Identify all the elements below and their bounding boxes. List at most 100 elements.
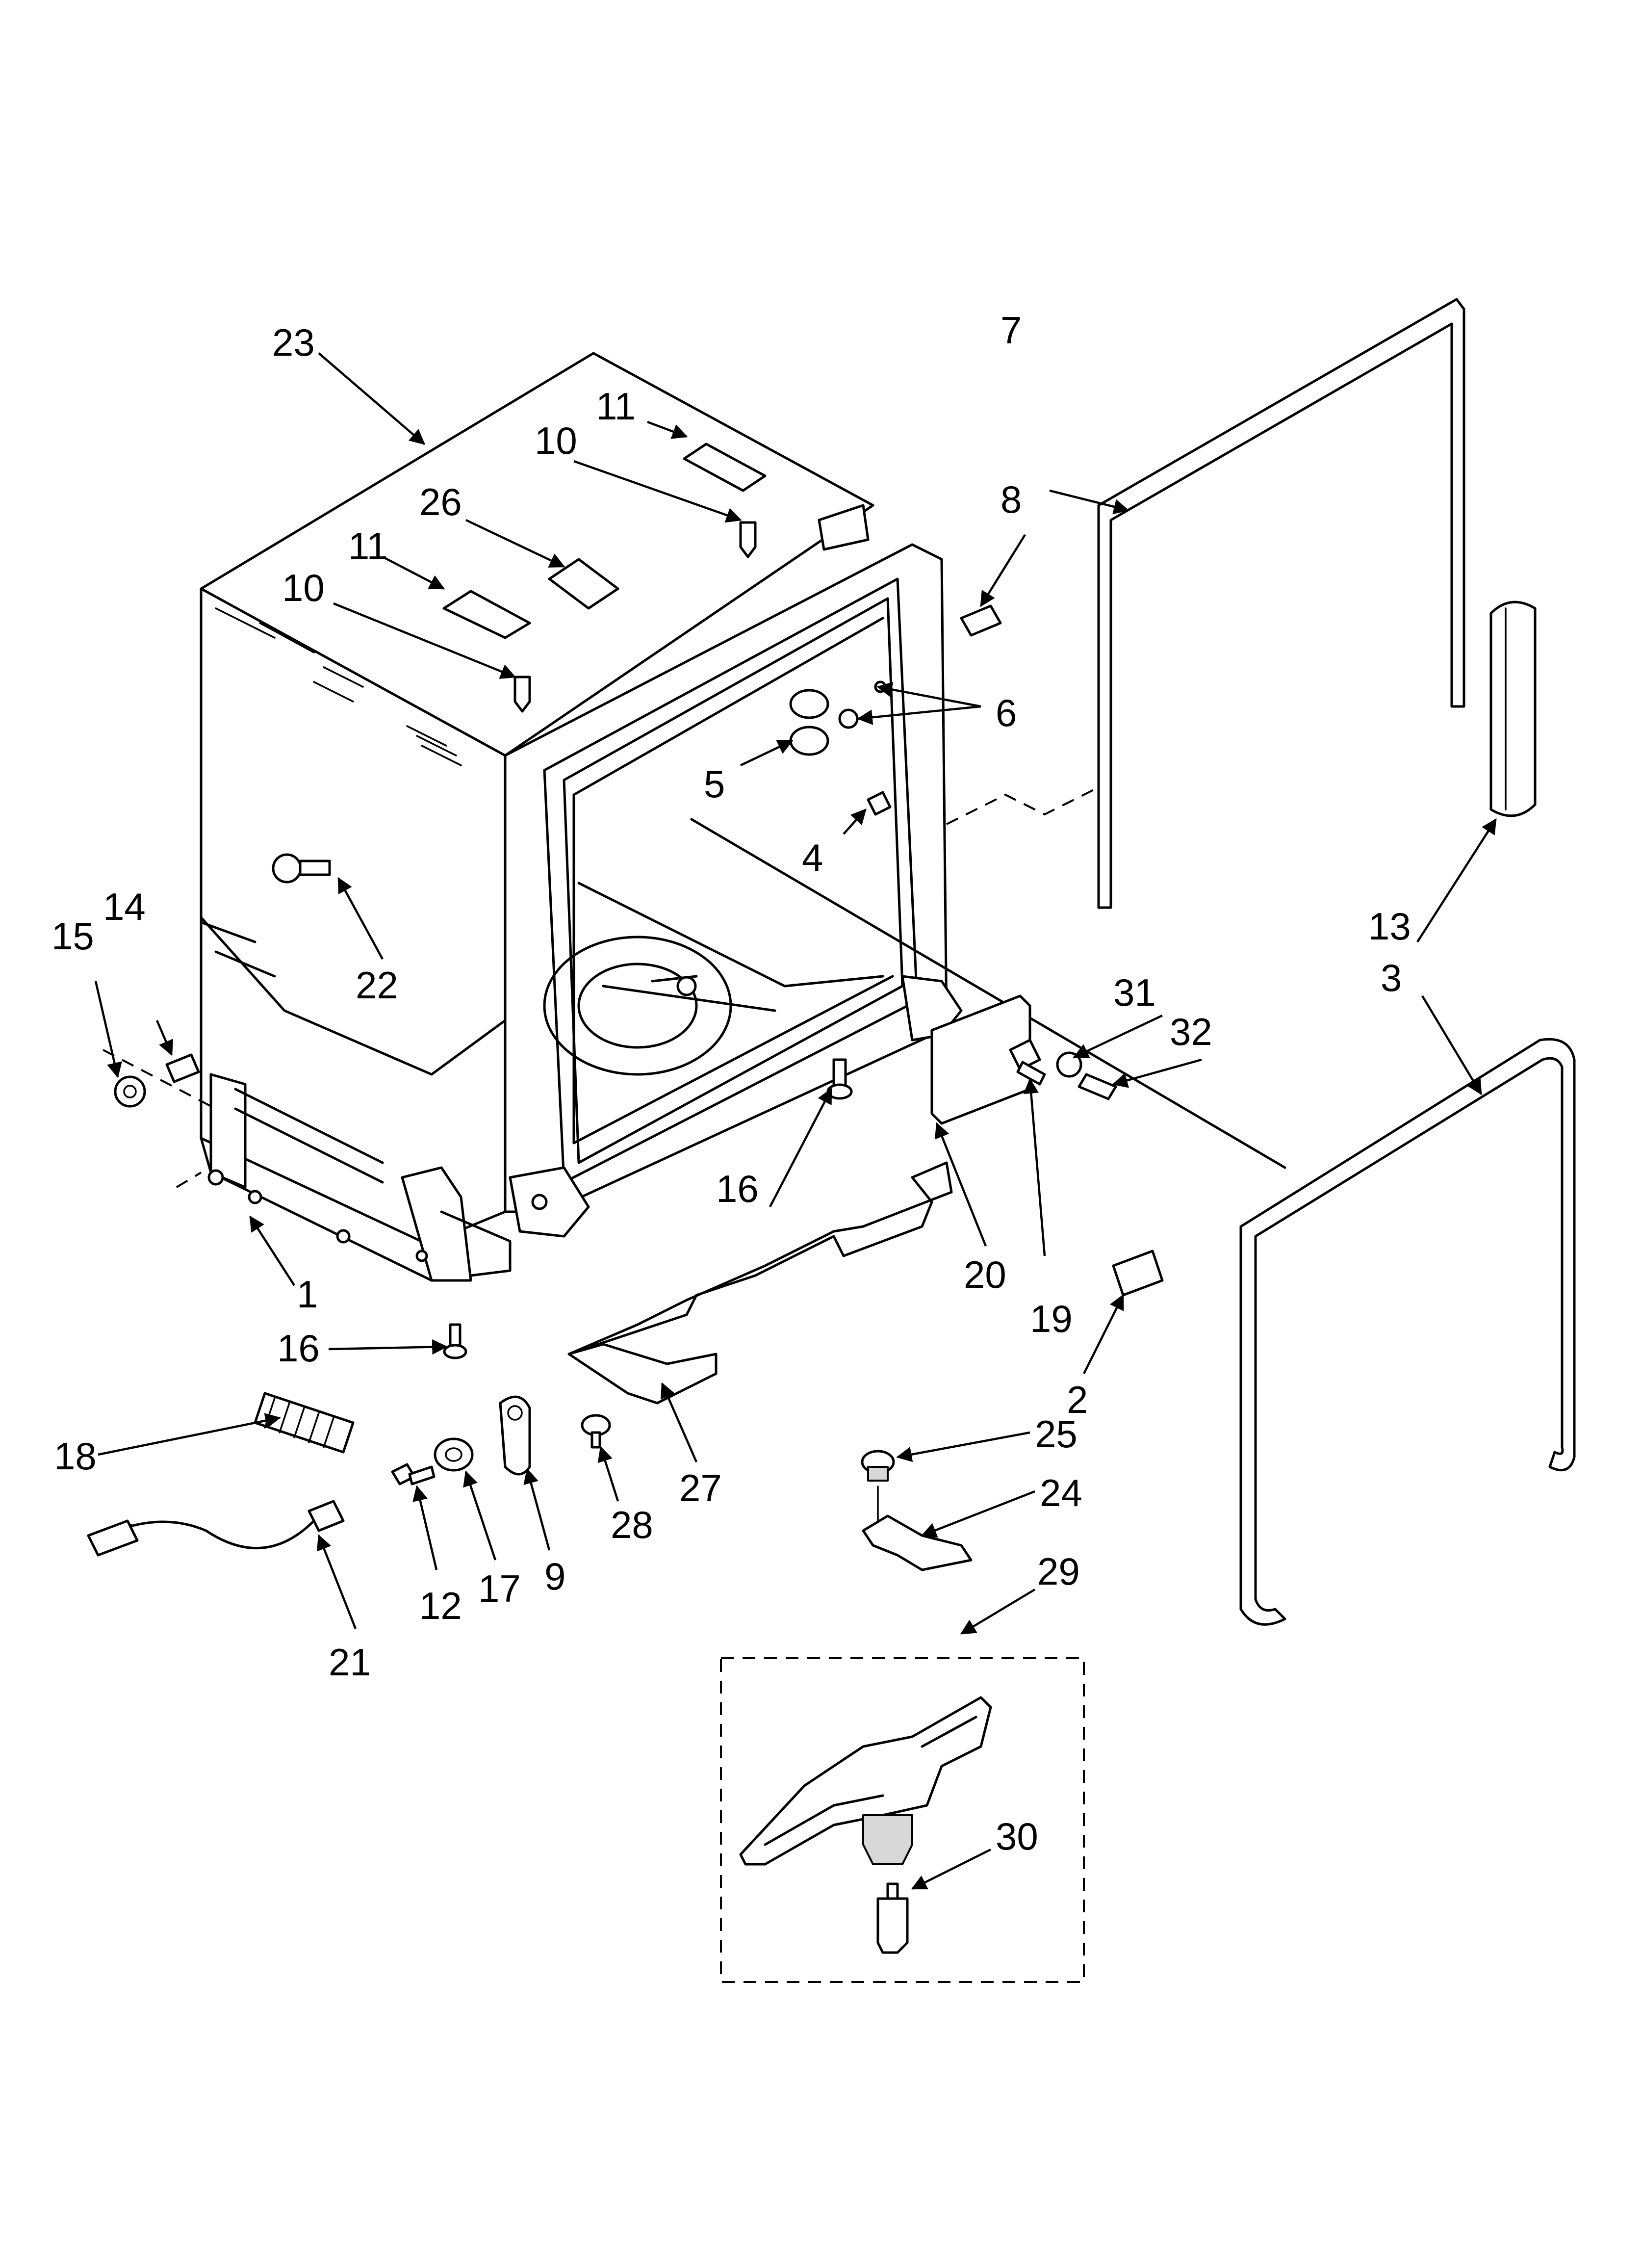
callout-10-upper: 10: [535, 419, 577, 462]
callout-12: 12: [419, 1584, 462, 1627]
tub-front-screw: [531, 1194, 548, 1210]
leader-11-upper: [647, 420, 688, 439]
base-motor-bracket: [440, 1210, 512, 1277]
leader-20: [935, 1122, 987, 1247]
part-10-screw-upper: [739, 521, 757, 558]
callout-2: 2: [1067, 1378, 1088, 1421]
tub-floor-edge: [577, 882, 884, 988]
callout-15: 15: [51, 914, 94, 958]
callout-7: 7: [1001, 309, 1022, 352]
part-24-bracket: [862, 1514, 973, 1571]
guide-line-left-2: [176, 1172, 202, 1188]
part-14-screw: [165, 1053, 200, 1083]
part-15-washer-hole: [123, 1085, 137, 1098]
callout-14: 14: [103, 885, 146, 928]
leader-26: [465, 519, 565, 568]
switch-parts: [861, 1450, 973, 1571]
base-hole-1: [207, 1169, 224, 1186]
leader-lines: [94, 352, 1497, 1890]
callout-28: 28: [611, 1503, 653, 1546]
callout-17: 17: [478, 1567, 521, 1610]
part-12-screw-shank: [408, 1465, 436, 1486]
leader-18: [98, 1413, 281, 1456]
leader-8: [980, 534, 1026, 607]
callout-11-lower: 11: [348, 524, 388, 568]
leader-27: [661, 1382, 698, 1462]
part-31-washer: [1056, 1051, 1082, 1078]
part-9-link: [499, 1395, 531, 1476]
callout-23: 23: [272, 321, 315, 364]
guide-line-floor: [690, 818, 1286, 1169]
callout-22: 22: [356, 964, 398, 1007]
leader-3: [1421, 995, 1482, 1095]
detail-box-outline: [720, 1657, 1085, 1983]
callout-19: 19: [1030, 1297, 1073, 1340]
part-16-foot-upper-base: [826, 1083, 853, 1100]
leader-4: [843, 808, 867, 835]
part-8-screw: [960, 604, 1002, 637]
part-15-washer: [114, 1075, 146, 1108]
leader-23: [318, 352, 425, 445]
leader-24: [921, 1490, 1035, 1538]
callout-5: 5: [704, 762, 725, 806]
part-7-gasket: [1097, 298, 1465, 909]
leader-19: [1023, 1078, 1046, 1256]
leader-29: [960, 1589, 1036, 1635]
part-17-wheel-hub: [445, 1447, 462, 1462]
callout-1: 1: [297, 1273, 318, 1316]
part-30-sensor-tip: [886, 1882, 899, 1900]
part-19-screw-head: [1009, 1039, 1041, 1071]
part-3-gasket-body: [1239, 1038, 1576, 1626]
tub-shading: [215, 607, 462, 766]
part-2-clip: [1112, 1250, 1164, 1297]
part-5-roller-top: [789, 689, 829, 719]
leader-10-upper: [573, 460, 742, 523]
callout-25: 25: [1035, 1412, 1078, 1456]
leader-10-lower: [333, 602, 516, 679]
leader-32: [1112, 1058, 1202, 1088]
part-16-foot-lower-base: [443, 1344, 467, 1359]
leader-6-b: [857, 705, 981, 725]
leader-14: [155, 1020, 174, 1056]
tub-interior-edges: [572, 617, 894, 1145]
part-29-manifold-detail: [764, 1716, 977, 1846]
callout-32: 32: [1170, 1010, 1212, 1053]
leader-16-upper: [769, 1088, 832, 1208]
part-21-cable-end-right: [308, 1500, 345, 1532]
leader-6-a: [876, 681, 981, 708]
tub-assembly: [103, 352, 963, 1282]
part-18-spring: [254, 1392, 355, 1454]
part-21-cable-end-left: [87, 1519, 139, 1557]
part-22-plug: [272, 853, 302, 884]
part-27-plate: [567, 1161, 953, 1405]
guide-line-gasket: [946, 789, 1094, 825]
base-frame-left-post: [209, 1073, 247, 1189]
tub-rear-lip: [818, 504, 870, 551]
base-frame-right-post: [401, 1166, 472, 1282]
part-26-bracket: [548, 558, 619, 610]
callout-10-lower: 10: [282, 566, 325, 609]
base-hole-4: [415, 1250, 428, 1262]
part-17-wheel: [434, 1437, 474, 1472]
callout-30: 30: [996, 1815, 1038, 1858]
callout-6: 6: [996, 691, 1017, 734]
callout-20: 20: [964, 1253, 1006, 1296]
part-30-sensor: [876, 1897, 909, 1954]
part-11-bracket-upper: [683, 443, 767, 492]
leader-12: [412, 1485, 438, 1570]
leader-25: [896, 1431, 1030, 1462]
part-4-stop: [867, 791, 892, 816]
callout-9: 9: [544, 1555, 565, 1598]
base-hole-3: [336, 1229, 351, 1244]
callout-3: 3: [1381, 956, 1402, 999]
part-18-spring-coils: [264, 1397, 334, 1448]
callout-labels: 23 11 10 26 11 10 7 8 6 5 4 22 14 15 1 1…: [51, 309, 1411, 1858]
callout-16-upper: 16: [716, 1167, 759, 1210]
leader-5: [740, 739, 794, 767]
callout-21: 21: [329, 1641, 371, 1684]
callout-16-lower: 16: [277, 1327, 320, 1370]
part-27-plate-flange: [567, 1343, 718, 1405]
part-5-roller-bottom: [789, 726, 829, 756]
